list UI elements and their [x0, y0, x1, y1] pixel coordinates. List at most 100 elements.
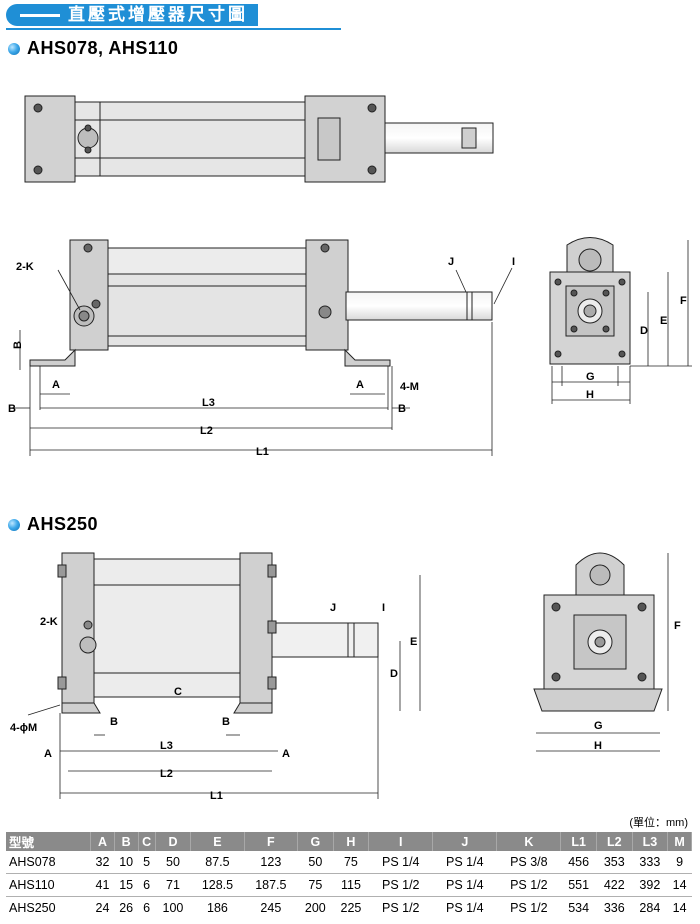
label-a-250-right: A: [282, 748, 290, 760]
page-header: 直壓式增壓器尺寸圖: [6, 4, 341, 30]
section-title: AHS250: [27, 514, 99, 534]
cell: 50: [297, 851, 334, 874]
side-view: [549, 237, 631, 365]
label-b-right: B: [398, 403, 406, 415]
label-g: G: [586, 371, 595, 383]
cell: 422: [596, 873, 633, 897]
cell: 200: [304, 901, 326, 915]
cell: AHS078: [6, 851, 91, 874]
cell: 10: [114, 851, 139, 874]
label-l3-250: L3: [160, 740, 173, 752]
col-a: A: [90, 832, 115, 851]
cell: 551: [560, 873, 597, 897]
col-b: B: [114, 832, 139, 851]
cell: PS 1/4: [368, 851, 433, 874]
cell: 128.5: [190, 873, 245, 897]
label-2-k: 2-K: [16, 261, 34, 273]
col-l2: L2: [596, 832, 633, 851]
label-l2: L2: [200, 425, 213, 437]
col-c: C: [138, 832, 156, 851]
col-k: K: [496, 832, 562, 851]
col-g: G: [297, 832, 334, 851]
cell: PS 1/4: [432, 873, 497, 897]
label-l1: L1: [256, 446, 269, 458]
label-l1-250: L1: [210, 790, 223, 802]
cell: 14: [667, 873, 692, 897]
cell: PS 3/8: [496, 851, 561, 874]
label-i: I: [512, 256, 515, 268]
cell: 41: [90, 873, 115, 897]
cell: 456: [560, 851, 597, 874]
cell: 75: [297, 873, 334, 897]
label-b-left: B: [8, 403, 16, 415]
cell: 14: [672, 901, 687, 915]
label-j: J: [448, 256, 454, 268]
drawing-ahs078-110: 2-K B A A 4-M B B L3 L2 L1 J I G H D E F: [8, 95, 692, 458]
unit-note: (單位：mm): [629, 817, 688, 829]
label-a-left: A: [52, 379, 60, 391]
col-e: E: [190, 832, 245, 851]
label-d: D: [640, 325, 648, 337]
label-f: F: [680, 295, 687, 307]
table-header-row: 型號 A B C D E F G H I J K L1 L2 L3 M: [6, 832, 692, 851]
header-dash: [20, 14, 60, 17]
cell: 284: [639, 901, 661, 915]
label-b-vert: B: [12, 341, 24, 349]
cell: 5: [138, 851, 156, 874]
cell: 24: [95, 901, 110, 915]
section-ahs078-ahs110: AHS078, AHS110: [8, 38, 178, 59]
label-l3: L3: [202, 397, 215, 409]
label-c-250: C: [174, 686, 182, 698]
cell: 225: [340, 901, 362, 915]
drawing-ahs250: 2-K 4-ϕM B B C A A L3 L2 L1 J I D E F G …: [10, 552, 681, 802]
ahs250-front-view: [57, 552, 379, 714]
cell: 87.5: [190, 851, 245, 874]
label-l2-250: L2: [160, 768, 173, 780]
label-b-250-right: B: [222, 716, 230, 728]
page-title: 直壓式增壓器尺寸圖: [62, 4, 258, 26]
cell: 6: [143, 901, 151, 915]
col-d: D: [155, 832, 192, 851]
col-l1: L1: [560, 832, 597, 851]
spec-table: 型號 A B C D E F G H I J K L1 L2 L3 M AHS0…: [6, 832, 692, 919]
cell: 71: [155, 873, 191, 897]
cell: 123: [244, 851, 298, 874]
ahs250-side-view: [533, 552, 663, 712]
col-m: M: [667, 832, 692, 851]
label-2-k-250: 2-K: [40, 616, 58, 628]
cell: 187.5: [244, 873, 298, 897]
cell: AHS110: [6, 873, 91, 897]
bullet-icon: [8, 42, 20, 55]
section-ahs250: AHS250: [8, 514, 98, 535]
cell: 245: [260, 901, 282, 915]
cell: PS 1/4: [446, 901, 484, 915]
cell: 115: [333, 873, 369, 897]
label-h: H: [586, 389, 594, 401]
bullet-icon: [8, 518, 20, 531]
cell: AHS250: [9, 901, 56, 915]
top-view: [24, 95, 494, 183]
label-a-250-left: A: [44, 748, 52, 760]
col-model: 型號: [6, 832, 92, 851]
cell: 392: [632, 873, 668, 897]
cell: 15: [114, 873, 139, 897]
col-i: I: [368, 832, 434, 851]
cell: 9: [667, 851, 692, 874]
label-h-250: H: [594, 740, 602, 752]
cell: 186: [207, 901, 228, 915]
cell: PS 1/2: [510, 901, 548, 915]
col-f: F: [244, 832, 299, 851]
label-4-m: 4-M: [400, 381, 419, 393]
cell: 75: [333, 851, 369, 874]
cell: 534: [568, 901, 590, 915]
label-g-250: G: [594, 720, 603, 732]
cell: PS 1/2: [368, 873, 433, 897]
label-a-right: A: [356, 379, 364, 391]
section-title: AHS078, AHS110: [27, 38, 179, 58]
cell: 6: [138, 873, 156, 897]
cell: 336: [603, 901, 625, 915]
cell: PS 1/2: [381, 901, 420, 915]
